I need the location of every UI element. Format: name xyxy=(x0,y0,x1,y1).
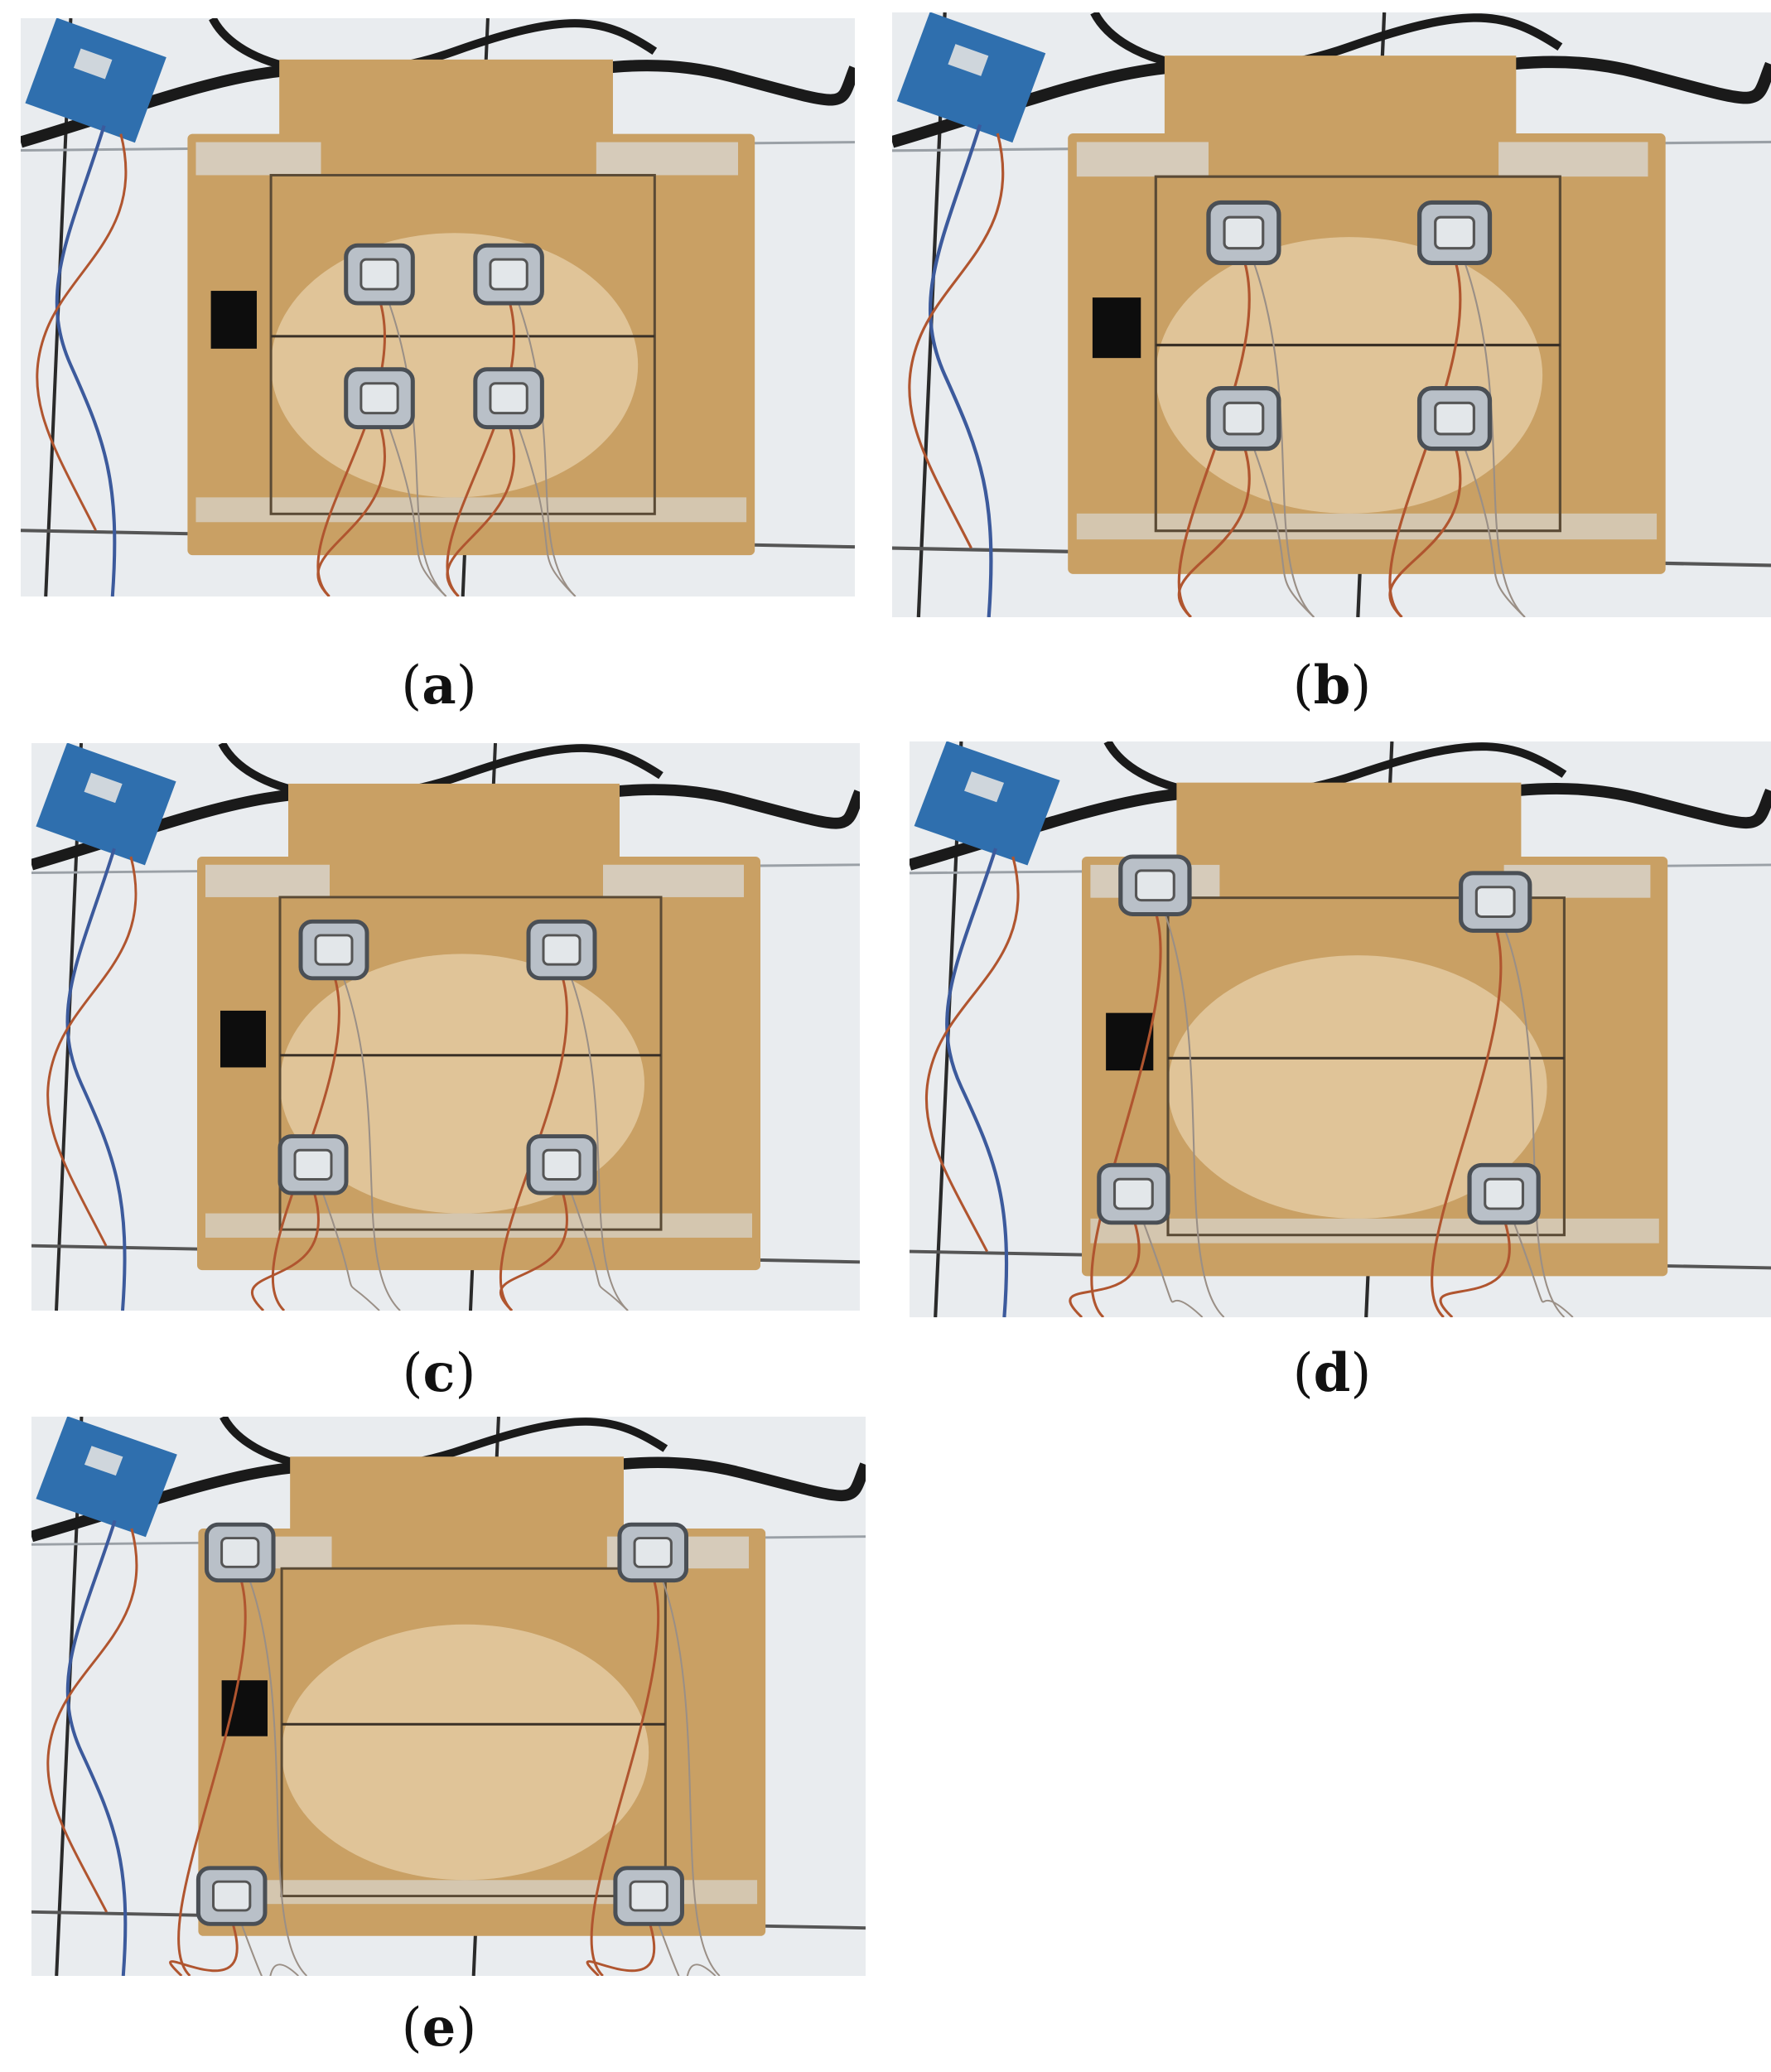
load-cell-icon xyxy=(617,1522,689,1583)
load-cell-icon xyxy=(1206,386,1281,452)
photo-panel-e xyxy=(31,1417,866,1976)
caption-c: (c) xyxy=(402,1342,476,1404)
load-cell-icon xyxy=(526,1134,597,1195)
load-cell-icon xyxy=(298,919,369,981)
microcontroller-icon xyxy=(914,741,1060,866)
load-cell-icon xyxy=(526,919,597,981)
caption-e: (e) xyxy=(401,1997,477,2059)
load-cell-icon xyxy=(473,243,544,306)
photo-panel-a xyxy=(21,18,855,596)
load-cell-icon xyxy=(1206,200,1281,266)
microcontroller-icon xyxy=(896,12,1046,143)
photo-c xyxy=(31,743,860,1311)
photo-panel-d xyxy=(910,741,1771,1317)
caption-d: (d) xyxy=(1292,1342,1372,1404)
load-cell-icon xyxy=(613,1866,684,1926)
load-cell-icon xyxy=(1459,871,1532,933)
caption-a: (a) xyxy=(401,654,477,717)
microcontroller-icon xyxy=(36,1417,177,1538)
load-cell-icon xyxy=(1467,1162,1541,1225)
photo-panel-c xyxy=(31,743,860,1311)
load-cell-icon xyxy=(1416,200,1493,266)
microcontroller-icon xyxy=(25,18,166,143)
load-cell-icon xyxy=(1416,386,1493,452)
load-cell-icon xyxy=(1118,854,1192,916)
photo-e xyxy=(31,1417,866,1976)
load-cell-icon xyxy=(473,367,544,430)
photo-d xyxy=(910,741,1771,1317)
load-cell-icon xyxy=(1097,1162,1170,1225)
photo-a xyxy=(21,18,855,596)
microcontroller-icon xyxy=(36,743,176,866)
photo-panel-b xyxy=(892,12,1771,617)
load-cell-icon xyxy=(277,1134,349,1195)
load-cell-icon xyxy=(344,367,415,430)
photo-b xyxy=(892,12,1771,617)
caption-b: (b) xyxy=(1292,654,1372,717)
load-cell-icon xyxy=(195,1866,268,1926)
load-cell-icon xyxy=(344,243,415,306)
load-cell-icon xyxy=(204,1522,276,1583)
